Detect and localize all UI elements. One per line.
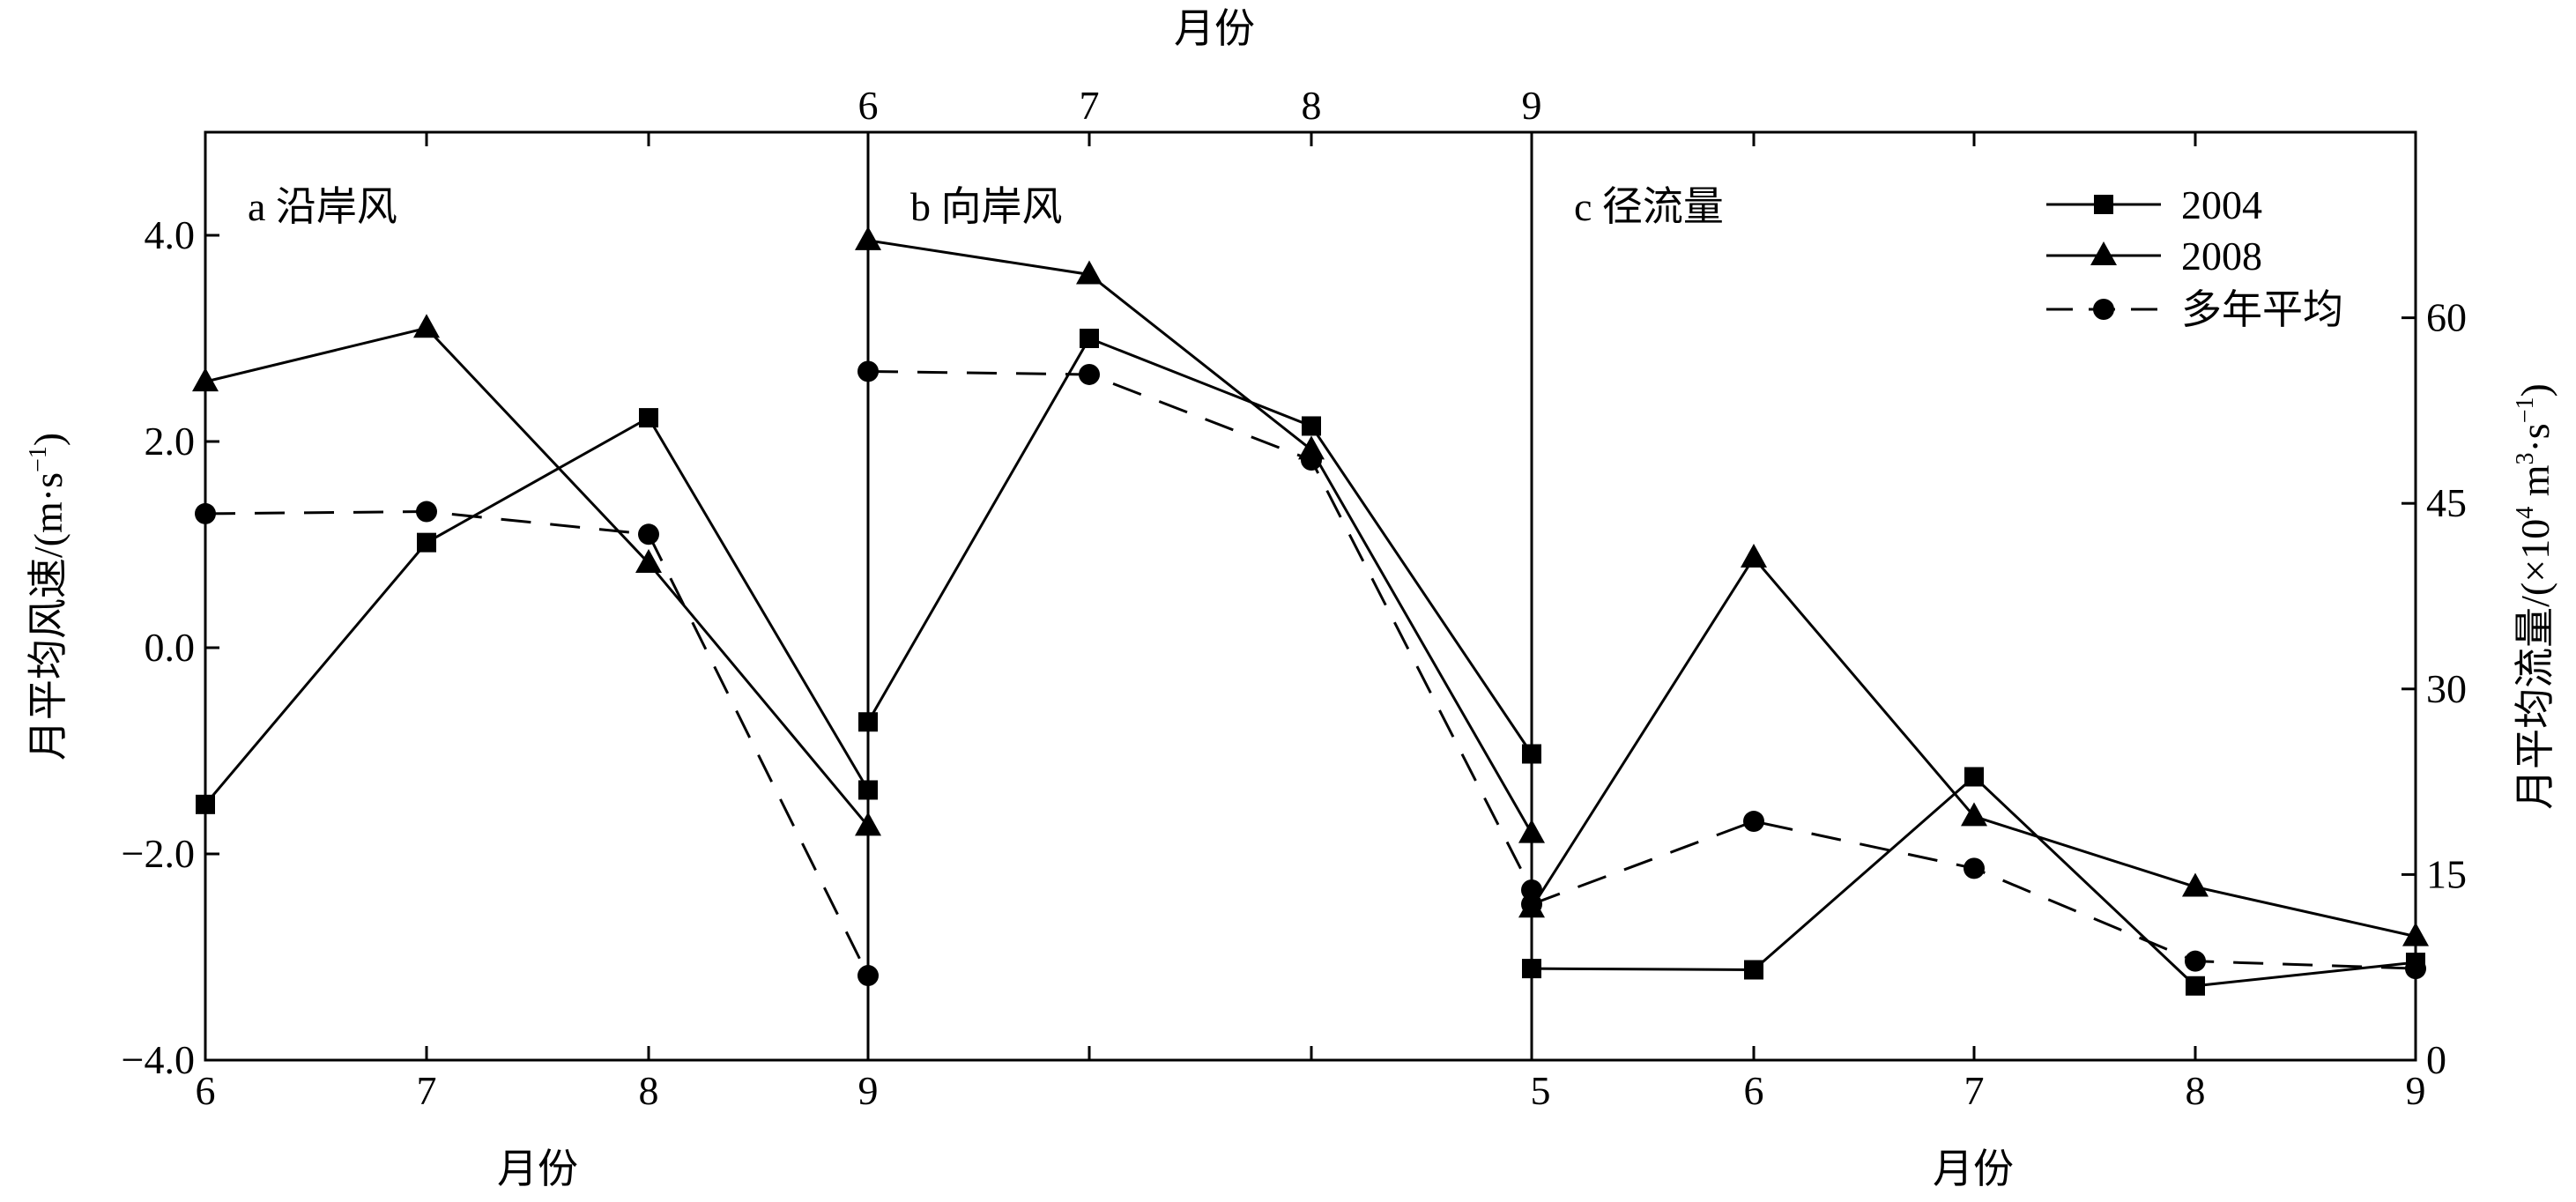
right-y-title-part: ·s — [2513, 423, 2557, 452]
right-y-axis-title: 月平均流量/(×104 m3·s−1) — [2512, 383, 2557, 810]
right-y-tick-label: 15 — [2426, 851, 2467, 896]
data-point-2004 — [417, 532, 436, 553]
legend-marker-square — [2094, 195, 2113, 214]
right-y-tick-label: 60 — [2426, 295, 2467, 340]
right-y-tick-label: 0 — [2426, 1037, 2446, 1082]
left-y-tick-label: 2.0 — [145, 419, 196, 464]
data-point-2004 — [858, 780, 878, 800]
data-point-2004 — [1964, 767, 1984, 787]
right-y-title-part: ) — [2513, 383, 2557, 397]
data-point-2004 — [1522, 744, 1541, 764]
data-series — [192, 226, 2429, 996]
data-point-avg — [1079, 363, 1100, 385]
data-point-2008 — [1741, 543, 1767, 568]
top-x-axis-title: 月份 — [1174, 6, 1255, 51]
legend-label: 多年平均 — [2181, 287, 2343, 332]
right-y-tick-label: 30 — [2426, 666, 2467, 711]
series-line-avg — [204, 510, 870, 976]
legend: 2004 2008 多年平均 — [2046, 182, 2343, 332]
data-point-avg — [857, 965, 879, 987]
left-y-tick-label: −4.0 — [122, 1037, 195, 1082]
panel-label: c 径流量 — [1574, 184, 1724, 229]
x-tick-label-top: 7 — [1080, 83, 1100, 128]
data-point-2008 — [1961, 802, 1987, 827]
x-tick-label-bottom: 9 — [858, 1068, 879, 1113]
x-tick-label-bottom: 5 — [1531, 1068, 1551, 1113]
legend-label: 2008 — [2181, 234, 2262, 278]
data-point-2008 — [855, 226, 881, 250]
series-line-2008 — [1530, 555, 2416, 939]
right-y-title-superscript: 3 — [2512, 453, 2539, 465]
data-point-avg — [1964, 857, 1985, 879]
plot-frame — [204, 130, 2417, 1062]
right-y-title-part: 月平均流量/(×10 — [2513, 519, 2557, 810]
x-tick-label-bottom: 8 — [639, 1068, 659, 1113]
left-y-title-superscript: −1 — [25, 446, 52, 472]
x-tick-label-bottom: 6 — [196, 1068, 216, 1113]
data-point-2008 — [413, 314, 440, 338]
left-y-tick-label: 4.0 — [145, 212, 196, 257]
legend-label: 2004 — [2181, 182, 2262, 227]
x-tick-label-bottom: 8 — [2186, 1068, 2206, 1113]
bottom-x-axis-title-left: 月份 — [497, 1146, 578, 1191]
x-tick-label-top: 8 — [1302, 83, 1322, 128]
data-point-2008 — [2402, 922, 2429, 946]
data-point-2004 — [639, 408, 658, 428]
data-point-2004 — [1080, 329, 1099, 348]
x-tick-label-bottom: 6 — [1744, 1068, 1764, 1113]
right-y-tick-label: 45 — [2426, 480, 2467, 525]
data-point-2008 — [1518, 819, 1545, 843]
legend-marker-triangle — [2090, 241, 2117, 265]
right-y-title-superscript: 4 — [2512, 507, 2539, 519]
left-y-tick-label: 0.0 — [145, 625, 196, 670]
legend-marker-circle — [2093, 299, 2114, 320]
right-y-title-superscript: −1 — [2512, 397, 2539, 423]
series-line-2004 — [204, 416, 870, 805]
data-point-avg — [1301, 449, 1322, 471]
left-y-title-part: ) — [26, 433, 71, 446]
data-point-2008 — [2182, 872, 2209, 897]
left-y-axis-title: 月平均风速/(m·s−1) — [25, 433, 71, 761]
data-point-2008 — [1076, 260, 1102, 285]
data-point-avg — [2405, 958, 2426, 980]
data-point-2004 — [1302, 416, 1321, 436]
data-point-2004 — [2186, 976, 2205, 996]
panel-label: b 向岸风 — [910, 184, 1063, 229]
data-point-avg — [2185, 950, 2206, 972]
series-line-avg — [867, 369, 1533, 891]
x-tick-label-bottom: 7 — [417, 1068, 437, 1113]
axis-ticks: 4.0 2.0 0.0 −2.0 −4.0 60 45 30 15 0 6 7 8 9 6 7 8 9 5 6 7 8 9 — [122, 83, 2467, 1113]
series-line-2008 — [204, 326, 870, 827]
right-y-title-part: m — [2513, 464, 2557, 507]
data-point-avg — [195, 502, 216, 524]
x-tick-label-bottom: 9 — [2406, 1068, 2426, 1113]
series-line-2004 — [866, 337, 1533, 755]
data-point-2004 — [196, 794, 215, 814]
data-point-2004 — [1744, 960, 1763, 980]
data-point-2008 — [855, 812, 881, 836]
x-tick-label-top: 6 — [858, 83, 879, 128]
plot-border — [204, 130, 2417, 1062]
series-line-2008 — [867, 239, 1533, 835]
data-point-avg — [638, 523, 659, 545]
panel-label: a 沿岸风 — [248, 184, 397, 229]
data-point-2004 — [858, 712, 878, 732]
bottom-x-axis-title-right: 月份 — [1933, 1146, 2014, 1191]
left-y-tick-label: −2.0 — [122, 831, 195, 876]
left-y-title-part: 月平均风速/(m·s — [26, 472, 71, 761]
data-point-2008 — [192, 367, 219, 392]
data-point-avg — [1743, 811, 1764, 833]
x-tick-label-top: 9 — [1522, 83, 1542, 128]
data-point-avg — [1521, 894, 1542, 916]
data-point-2008 — [635, 549, 662, 574]
data-point-avg — [857, 360, 879, 382]
series-line-avg — [1531, 820, 2416, 970]
data-point-avg — [416, 501, 437, 523]
x-tick-label-bottom: 7 — [1964, 1068, 1985, 1113]
data-point-2004 — [1522, 959, 1541, 979]
